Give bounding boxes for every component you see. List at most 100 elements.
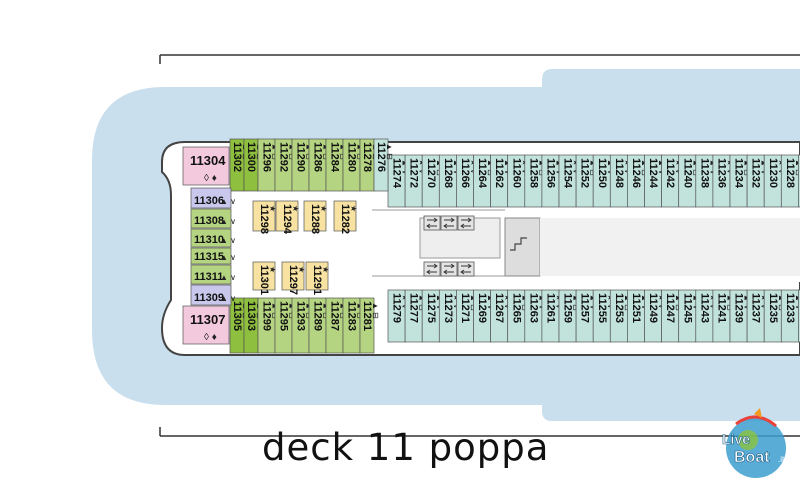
cabin[interactable]: 11298★ xyxy=(252,200,277,234)
cabin-number: 11284 xyxy=(329,142,341,173)
liveboat-logo: Live Boat .it xyxy=(722,408,786,478)
cabin-number: 11287 xyxy=(329,301,341,331)
cabin-number: 11277 xyxy=(408,293,420,323)
svg-text:Boat: Boat xyxy=(734,449,770,466)
cabin-number: 11297 xyxy=(287,265,299,295)
cabin-number: 11239 xyxy=(733,293,745,323)
stairwell xyxy=(504,217,541,277)
cabin-number: 11233 xyxy=(784,293,796,323)
cabin-number: 11295 xyxy=(278,301,290,331)
cabin[interactable]: 11288★ xyxy=(303,200,328,234)
cabin-symbol: ★ xyxy=(291,205,300,212)
cabin[interactable]: 11251▲ ∨ xyxy=(627,289,649,343)
cabin-number: 11273 xyxy=(442,293,454,323)
cabin[interactable]: 11308▲ ∨ xyxy=(190,208,236,229)
cabin-symbol: ◊ ♦ xyxy=(204,332,217,343)
cabin-number: 11265 xyxy=(510,293,522,323)
cabin-number: 11234 xyxy=(733,158,745,189)
cabin-number: 11261 xyxy=(544,293,556,323)
cabin[interactable]: 11311▲ ∨ xyxy=(190,264,236,285)
cabin-number: 11254 xyxy=(562,158,574,189)
elevator-icon xyxy=(440,215,458,231)
cabin-symbol: ★ xyxy=(321,266,330,273)
cabin[interactable]: 11233▲ ∨ xyxy=(780,289,800,343)
cabin-number: 11237 xyxy=(750,293,762,323)
cabin-number: 11296 xyxy=(261,142,273,172)
cabin-symbol: ▲ ∨ xyxy=(220,236,236,245)
cabin[interactable]: 11247▲ ⊟ xyxy=(661,289,684,343)
cabin-number: 11289 xyxy=(312,301,324,331)
cabin-number: 11260 xyxy=(510,158,522,188)
cabin-number: 11278 xyxy=(361,142,373,172)
cabin-number: 11299 xyxy=(261,301,273,331)
cabin-number: 11269 xyxy=(476,293,488,323)
cabin-number: 11308 xyxy=(194,215,224,227)
cabin-number: 11238 xyxy=(698,158,710,188)
elevator-icon xyxy=(457,261,475,277)
cabin-number: 11304 xyxy=(190,153,226,168)
cabin-number: 11241 xyxy=(715,293,727,323)
cabin-number: 11242 xyxy=(664,158,676,188)
cabin[interactable]: 11297★ xyxy=(281,261,306,295)
cabin-symbol: ▲ ∨ xyxy=(220,217,236,226)
cabin-number: 11228 xyxy=(784,158,796,188)
cabin-number: 11262 xyxy=(493,158,505,188)
cabin[interactable]: 11228▲ ⊟ xyxy=(780,154,800,208)
cabin[interactable]: 11231★ ∨ xyxy=(798,289,800,343)
cabin-number: 11247 xyxy=(664,293,676,323)
cabin[interactable]: 11261★ ∨ xyxy=(541,289,564,343)
elevator-icon xyxy=(440,261,458,277)
cabin-number: 11301 xyxy=(258,265,270,295)
cabin-symbol: ★ xyxy=(349,205,358,212)
cabin-number: 11291 xyxy=(311,265,323,295)
cabin-number: 11264 xyxy=(476,158,488,189)
cabin-number: 11310 xyxy=(194,234,224,246)
cabin[interactable]: 11307 ◊ ♦ xyxy=(182,305,230,345)
cabin[interactable]: 11306▲ ∨ xyxy=(190,187,236,209)
cabin[interactable]: 11309▲ ∨ xyxy=(190,284,236,306)
cabin-symbol: ▲ ∨ xyxy=(220,197,236,206)
cabin-number: 11307 xyxy=(190,312,225,327)
cabin-symbol: ▲ ⊟ xyxy=(385,143,394,160)
cabin-symbol: ★ xyxy=(268,205,277,212)
cabin-number: 11245 xyxy=(681,293,693,323)
cabin-number: 11259 xyxy=(562,293,574,323)
cabin-number: 11300 xyxy=(245,142,257,172)
cabin[interactable]: 11304 ◊ ♦ xyxy=(182,146,230,186)
cabin[interactable]: 11282★ xyxy=(333,200,358,234)
cabin-number: 11298 xyxy=(258,204,270,234)
cabin[interactable]: 11281▲ ⊟ xyxy=(359,297,380,354)
cabin-symbol: ◊ ♦ xyxy=(204,173,217,184)
cabin-number: 11240 xyxy=(681,158,693,188)
cabin-number: 11281 xyxy=(361,301,373,331)
cabin-number: 11311 xyxy=(194,271,223,283)
cabin-number: 11251 xyxy=(630,293,642,323)
cabin[interactable]: 11301★ xyxy=(252,261,277,295)
cabin-number: 11258 xyxy=(527,158,539,188)
cabin[interactable]: 11256▲ ∨ xyxy=(541,154,564,208)
cabin-number: 11293 xyxy=(295,301,307,331)
cabin-number: 11283 xyxy=(346,301,358,331)
cabin[interactable]: 11310▲ ∨ xyxy=(190,228,236,248)
cabin[interactable]: 11291★ xyxy=(305,261,330,295)
cabin[interactable]: 11276▲ ⊟ xyxy=(373,138,394,192)
cabin-number: 11266 xyxy=(459,158,471,188)
cabin-number: 11257 xyxy=(579,293,591,323)
cabin-number: 11306 xyxy=(194,195,224,207)
cabin-number: 11274 xyxy=(391,158,403,189)
cabin-number: 11315 xyxy=(194,251,224,263)
cabin-number: 11230 xyxy=(767,158,779,188)
cabin[interactable]: 11315▲ ∨ xyxy=(190,247,236,265)
cabin[interactable]: 11294★ xyxy=(275,200,300,235)
cabin-number: 11279 xyxy=(391,293,403,323)
cabin-symbol: ▲ ⊟ xyxy=(371,302,380,319)
cabin-number: 11268 xyxy=(442,158,454,188)
cabin-number: 11282 xyxy=(339,204,351,234)
cabin-number: 11271 xyxy=(459,293,471,323)
cabin[interactable]: 11226▲ ∨ xyxy=(798,154,800,208)
cabin-symbol: ★ xyxy=(268,266,277,273)
cabin-number: 11263 xyxy=(527,293,539,323)
cabin-symbol: ★ xyxy=(297,266,306,273)
cabin-number: 11286 xyxy=(312,142,324,172)
